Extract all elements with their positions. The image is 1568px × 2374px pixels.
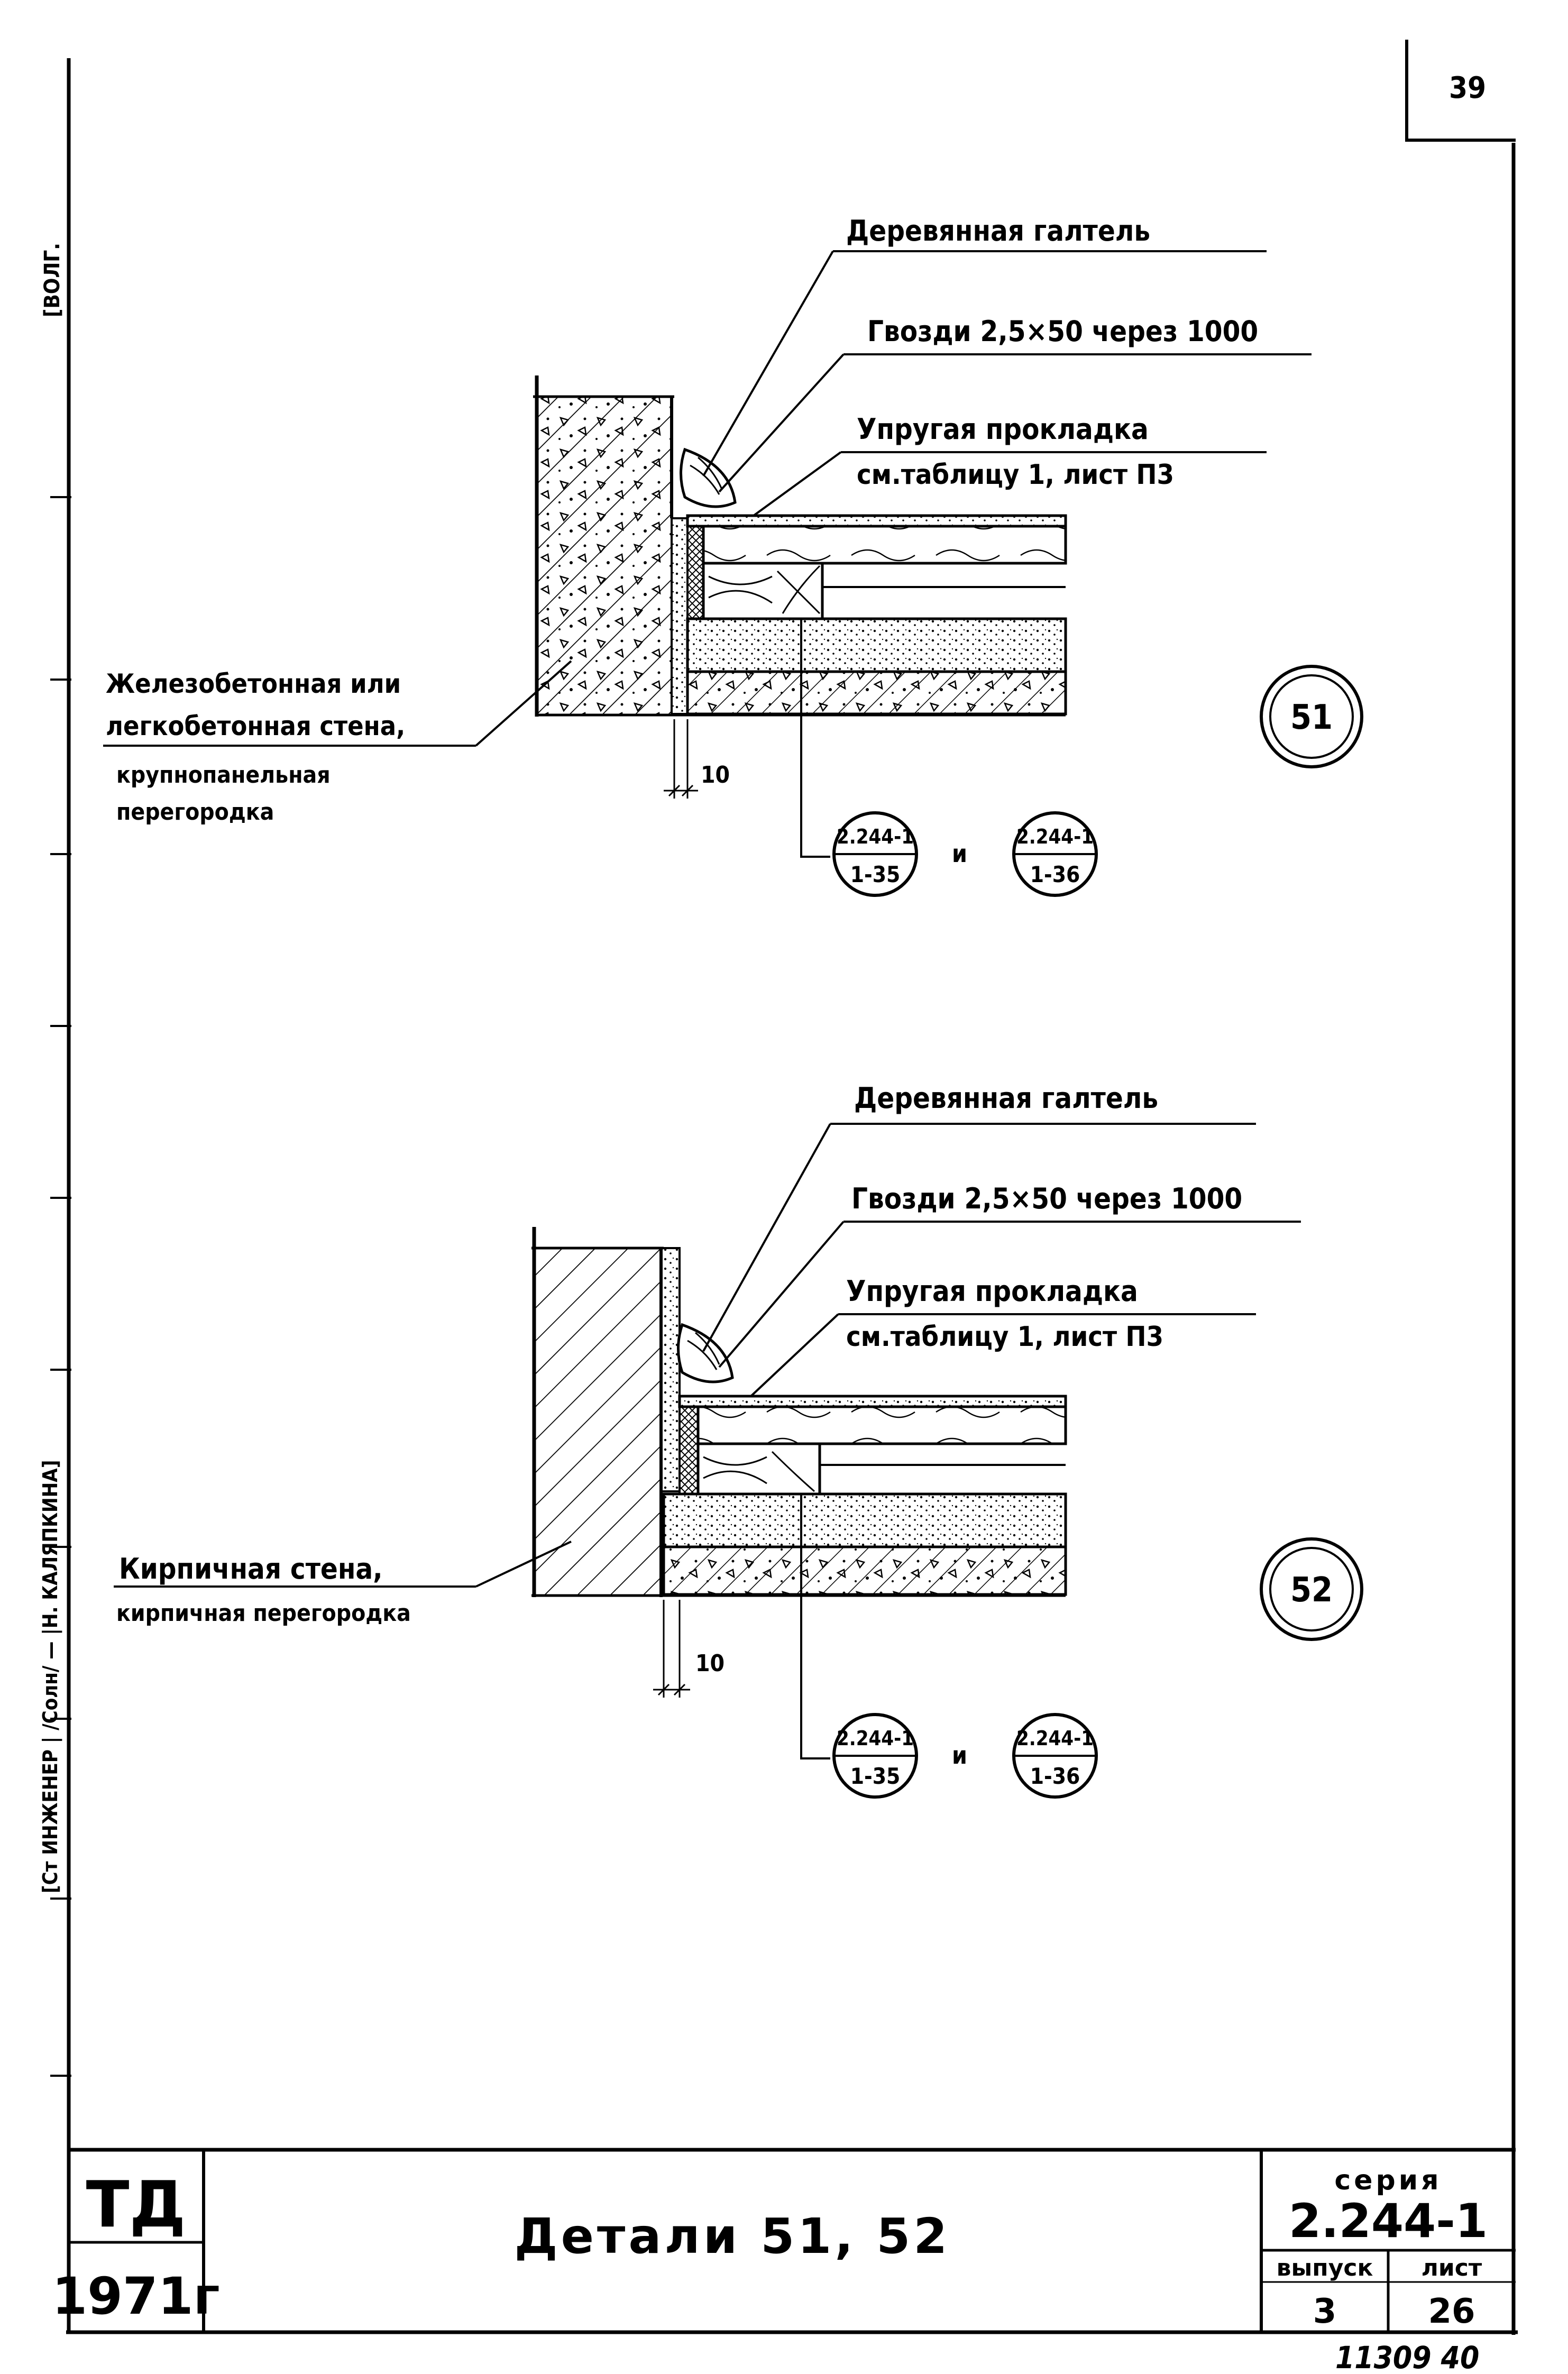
- d51-ref-1: 2.244-1 1-35: [832, 811, 918, 897]
- sheet-label: лист: [1422, 2254, 1482, 2281]
- d51-label-nails: Гвозди 2,5×50 через 1000: [867, 315, 1258, 348]
- d52-label-wall-2: кирпичная перегородка: [116, 1600, 411, 1627]
- top-stamp-fragment: [ВОЛГ.: [40, 243, 65, 317]
- detail-51: 10: [103, 250, 1312, 858]
- svg-text:2.244-1: 2.244-1: [837, 825, 914, 848]
- d52-ref-2: 2.244-1 1-36: [1012, 1713, 1098, 1799]
- svg-text:1-35: 1-35: [850, 1763, 901, 1789]
- d52-ref-and: и: [952, 1741, 967, 1770]
- dim-10-52: 10: [695, 1650, 725, 1677]
- side-stamp: [Ст ИНЖЕНЕР | /Солн/ — |Н. КАЛЯПКИНА]: [39, 1460, 62, 1893]
- sheet-number: 39: [1449, 71, 1486, 105]
- d51-label-wall-1: Железобетонная или: [106, 668, 401, 699]
- title-block-org: ТД: [86, 2168, 186, 2242]
- issue-value: 3: [1313, 2292, 1337, 2331]
- sheet-title: Детали 51, 52: [515, 2208, 951, 2265]
- title-block-year: 1971г: [52, 2267, 219, 2326]
- issue-label: выпуск: [1277, 2254, 1373, 2281]
- svg-text:51: 51: [1290, 698, 1333, 737]
- dim-10-51: 10: [701, 762, 730, 789]
- d51-label-gasket-1: Упругая прокладка: [857, 413, 1149, 446]
- sheet-value: 26: [1428, 2292, 1475, 2331]
- svg-text:2.244-1: 2.244-1: [1016, 825, 1094, 848]
- series-value: 2.244-1: [1289, 2194, 1488, 2248]
- d52-label-wall-1: Кирпичная стена,: [119, 1552, 383, 1585]
- title-block: [69, 2148, 1516, 2332]
- d52-ref-1: 2.244-1 1-35: [832, 1713, 918, 1799]
- d51-label-gasket-2: см.таблицу 1, лист П3: [857, 459, 1174, 491]
- d52-label-nails: Гвозди 2,5×50 через 1000: [851, 1182, 1242, 1215]
- margin-ticks: [50, 496, 71, 2077]
- svg-text:1-35: 1-35: [850, 861, 901, 887]
- d51-label-wall-4: перегородка: [116, 799, 274, 826]
- d52-label-gasket-1: Упругая прокладка: [846, 1275, 1138, 1308]
- d52-label-gallet: Деревянная галтель: [854, 1081, 1158, 1115]
- d52-label-gasket-2: см.таблицу 1, лист П3: [846, 1321, 1163, 1353]
- svg-text:2.244-1: 2.244-1: [837, 1727, 914, 1750]
- svg-text:1-36: 1-36: [1030, 1763, 1080, 1789]
- series-label: серия: [1334, 2165, 1442, 2196]
- d51-label-wall-2: легкобетонная стена,: [106, 711, 405, 741]
- d51-ref-2: 2.244-1 1-36: [1012, 811, 1098, 897]
- detail-51-badge: 51: [1260, 665, 1363, 768]
- detail-52-badge: 52: [1260, 1537, 1363, 1641]
- detail-52: 10: [114, 1123, 1301, 1759]
- d51-label-gallet: Деревянная галтель: [846, 214, 1150, 248]
- footer-note: 11309 40: [1335, 2340, 1479, 2374]
- svg-text:1-36: 1-36: [1030, 861, 1080, 887]
- svg-text:2.244-1: 2.244-1: [1016, 1727, 1094, 1750]
- sheet-frame: [66, 40, 1518, 2335]
- svg-text:52: 52: [1290, 1571, 1333, 1610]
- d51-ref-and: и: [952, 839, 967, 868]
- d51-label-wall-3: крупнопанельная: [116, 762, 331, 789]
